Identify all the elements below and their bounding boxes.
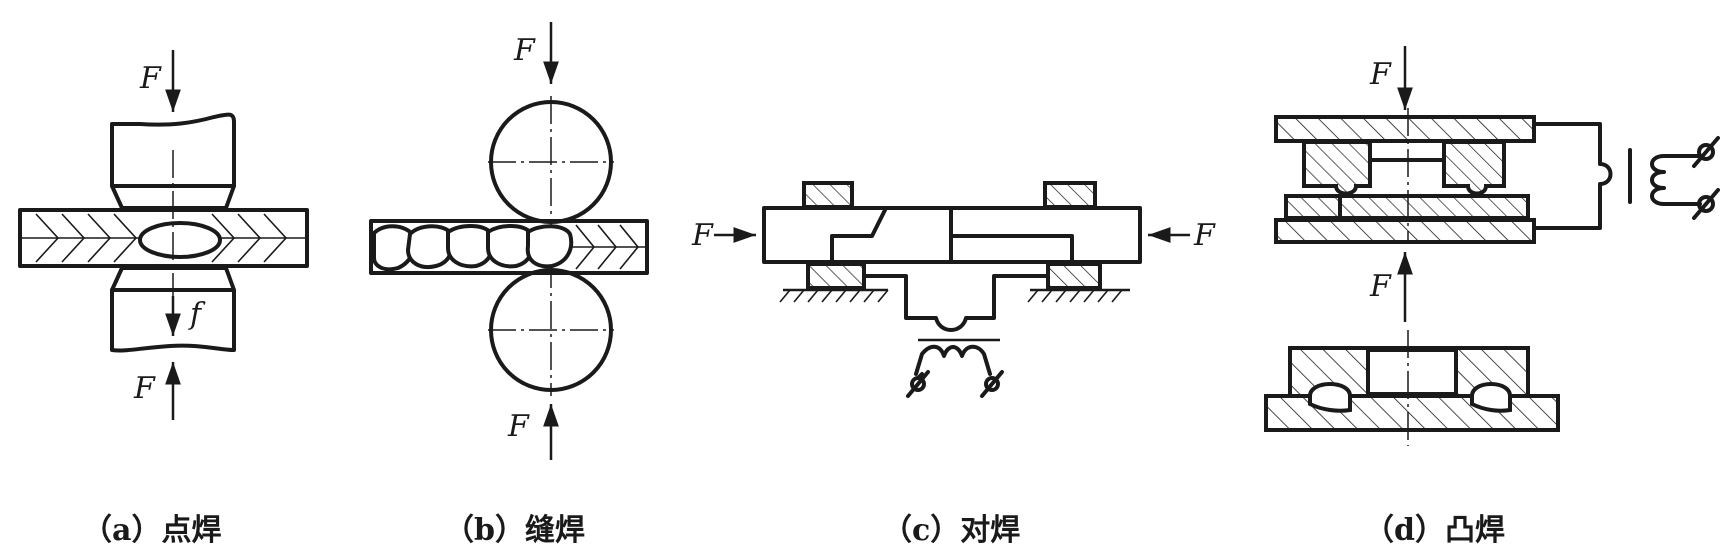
spot-welding-diagram: F F f — [18, 50, 309, 420]
terminal-left — [910, 376, 926, 392]
ground-left — [779, 288, 889, 303]
transformer-coil — [914, 344, 992, 376]
force-label-top: F — [139, 61, 162, 96]
upper-die-left — [1302, 140, 1372, 196]
grain-chevrons — [35, 213, 288, 263]
transformer-coil-d — [1650, 154, 1702, 206]
upper-electrode — [110, 112, 236, 210]
die-opening — [1366, 348, 1458, 396]
caption-spot-welding: （a）点焊 — [82, 513, 221, 548]
top-clamp-right — [1043, 181, 1097, 209]
secondary-circuit — [862, 274, 1050, 332]
force-label-top: F — [513, 33, 536, 68]
ground-right — [1027, 288, 1130, 303]
middle-sheet — [1284, 194, 1530, 220]
grain-chevrons-seam — [575, 224, 640, 270]
butt-welding-diagram: F F — [691, 181, 1216, 398]
projection-right — [1470, 382, 1512, 413]
lower-electrode — [110, 266, 236, 353]
force-label-bottom: F — [133, 371, 156, 406]
terminal-right — [984, 376, 1000, 392]
upper-die-right — [1442, 140, 1506, 196]
force-label-mid: F — [1369, 269, 1392, 304]
force-label-bottom: F — [507, 409, 530, 444]
upper-platen — [1274, 115, 1536, 143]
weld-nugget — [138, 221, 222, 259]
projection-left — [1308, 382, 1352, 413]
force-label-top: F — [1369, 57, 1392, 92]
friction-label: f — [188, 297, 206, 332]
caption-projection-welding: （d）凸焊 — [1364, 513, 1505, 548]
top-clamp-left — [802, 181, 854, 209]
bottom-clamp-left — [806, 262, 866, 290]
force-label-left: F — [691, 218, 714, 253]
bottom-clamp-right — [1046, 262, 1102, 290]
power-circuit — [1532, 122, 1613, 230]
caption-seam-welding: （b）缝焊 — [444, 513, 585, 548]
force-label-right: F — [1193, 218, 1216, 253]
terminal-top — [1697, 143, 1715, 161]
lower-platen — [1274, 218, 1536, 244]
terminal-bottom — [1697, 195, 1715, 213]
projection-welding-diagram: F F — [1264, 46, 1720, 446]
caption-butt-welding: （c）对焊 — [882, 513, 1020, 548]
overlapping-weld-nuggets — [372, 224, 574, 272]
seam-welding-diagram: F F — [369, 22, 649, 460]
